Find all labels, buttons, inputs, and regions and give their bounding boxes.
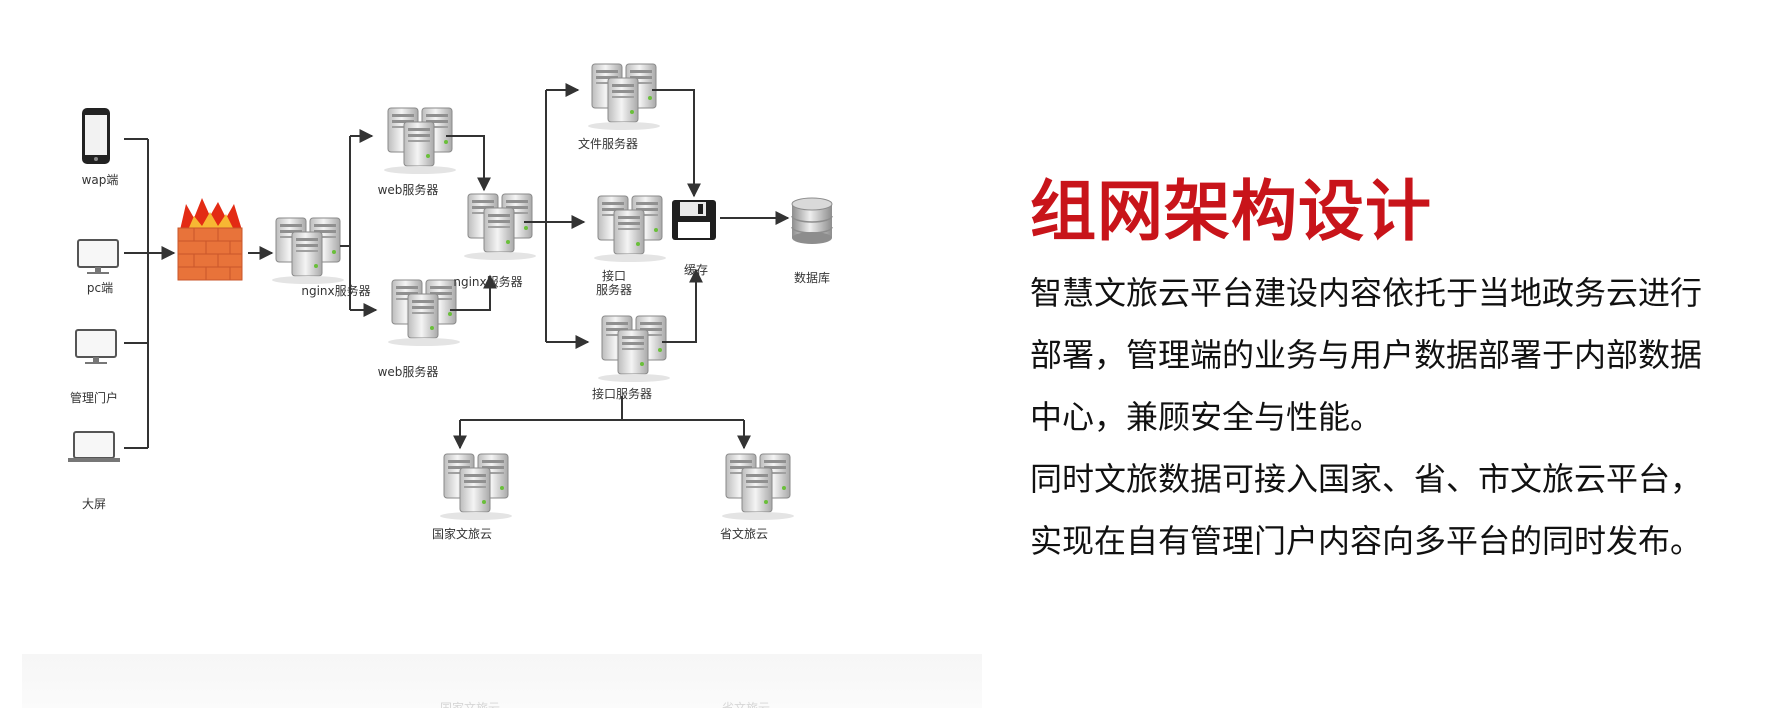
- server-cluster-icon: [598, 316, 670, 382]
- text-line: 智慧文旅云平台建设内容依托于当地政务云进行: [1030, 274, 1703, 312]
- client-label-portal: 管理门户: [70, 390, 118, 405]
- node-label-file-server: 文件服务器: [578, 136, 638, 151]
- monitor-icon: [77, 239, 119, 275]
- paragraph: 智慧文旅云平台建设内容依托于当地政务云进行 部署，管理端的业务与用户数据部署于内…: [1030, 262, 1770, 448]
- node-label-api-mid-line1: 接口: [602, 268, 626, 283]
- text-line: 同时文旅数据可接入国家、省、市文旅云平台，: [1030, 460, 1703, 498]
- floppy-disk-icon: [672, 200, 716, 240]
- arrow-api-bottom-cache: [662, 268, 703, 343]
- diagram-panel: wap端 pc端 管理门户 大屏: [18, 18, 980, 638]
- diagram-reflection: 国家文旅云 省文旅云: [22, 654, 982, 708]
- server-cluster-icon: [384, 108, 456, 174]
- server-cluster-icon: [272, 218, 344, 284]
- database-icon: [791, 197, 833, 244]
- node-label-cache: 缓存: [684, 263, 708, 277]
- description-text: 智慧文旅云平台建设内容依托于当地政务云进行 部署，管理端的业务与用户数据部署于内…: [1030, 262, 1770, 572]
- client-label-screen: 大屏: [82, 497, 106, 511]
- reflection-label-provincial: 省文旅云: [722, 701, 771, 708]
- server-cluster-icon: [588, 64, 660, 130]
- node-label-national: 国家文旅云: [432, 526, 492, 541]
- arrow-web-top-nginx-mid: [446, 135, 491, 192]
- client-bracket: [124, 138, 149, 449]
- arrow-web-bottom-nginx-mid: [450, 274, 497, 311]
- laptop-icon: [68, 431, 120, 462]
- server-cluster-icon: [464, 194, 536, 260]
- page-title: 组网架构设计: [1030, 173, 1432, 250]
- server-cluster-icon: [440, 454, 512, 520]
- client-label-wap: wap端: [82, 173, 119, 187]
- network-architecture-diagram: wap端 pc端 管理门户 大屏: [68, 18, 833, 541]
- arrow-file-server-cache: [652, 89, 701, 198]
- node-label-web-top: web服务器: [378, 182, 439, 197]
- node-label-database: 数据库: [794, 270, 830, 285]
- node-label-provincial: 省文旅云: [720, 526, 768, 541]
- phone-icon: [82, 108, 110, 164]
- node-label-web-bottom: web服务器: [378, 364, 439, 379]
- node-label-nginx-mid: nginx服务器: [453, 274, 522, 289]
- node-label-api-bottom: 接口服务器: [592, 386, 652, 401]
- paragraph: 同时文旅数据可接入国家、省、市文旅云平台， 实现在自有管理门户内容向多平台的同时…: [1030, 448, 1770, 572]
- firewall-icon: [177, 198, 243, 281]
- monitor-icon: [75, 329, 117, 365]
- text-line: 实现在自有管理门户内容向多平台的同时发布。: [1030, 522, 1703, 560]
- server-cluster-icon: [388, 280, 460, 346]
- text-line: 部署，管理端的业务与用户数据部署于内部数据: [1030, 336, 1703, 374]
- server-cluster-icon: [722, 454, 794, 520]
- reflection-label-national: 国家文旅云: [440, 701, 501, 708]
- server-cluster-icon: [594, 196, 666, 262]
- client-label-pc: pc端: [87, 281, 113, 295]
- node-label-api-mid: 接口服务器: [596, 268, 632, 297]
- text-line: 中心，兼顾安全与性能。: [1030, 398, 1383, 436]
- node-label-nginx-left: nginx服务器: [301, 283, 370, 298]
- node-label-api-mid-line2: 服务器: [596, 282, 632, 297]
